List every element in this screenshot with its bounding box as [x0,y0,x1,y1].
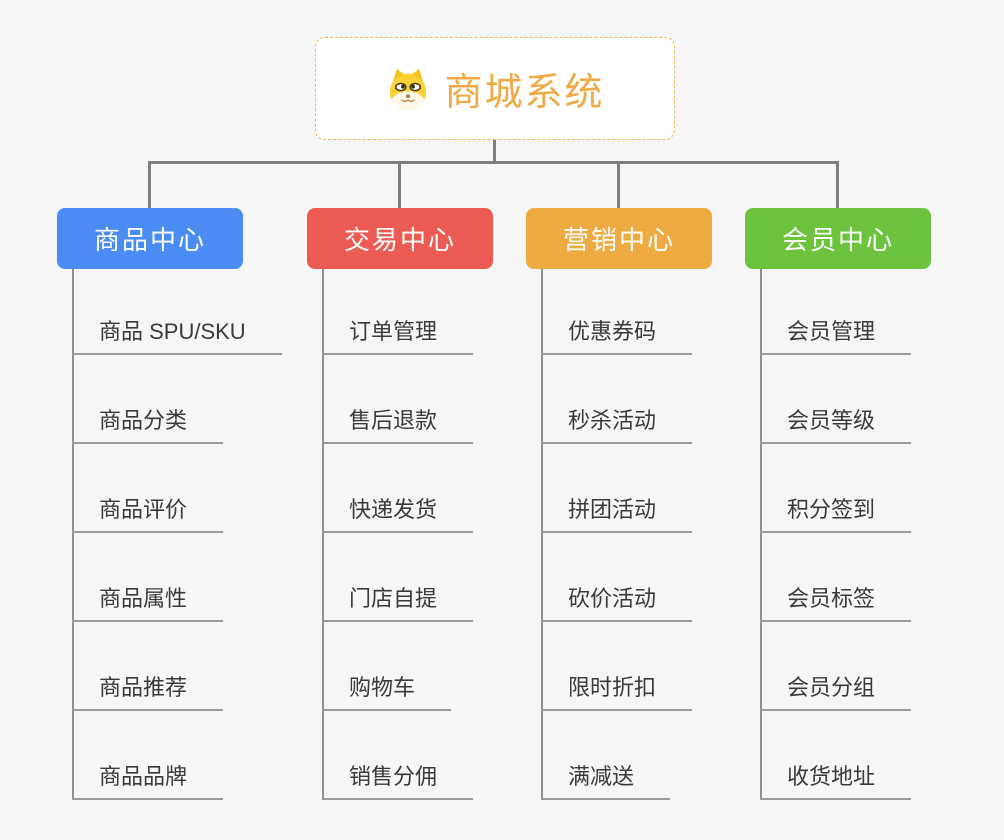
leaf-node[interactable]: 限时折扣 [541,673,693,711]
branch-trunk-line [322,269,324,800]
branch-drop-line [617,161,620,209]
branch-trunk-line [760,269,762,800]
leaf-node[interactable]: 拼团活动 [541,495,693,533]
root-title: 商城系统 [444,72,605,114]
leaf-node[interactable]: 会员管理 [760,317,912,355]
branch-trunk-line [541,269,543,800]
branch-drop-line [836,161,839,209]
branch-marketing-center[interactable]: 营销中心 [526,208,712,269]
branch-member-center[interactable]: 会员中心 [745,208,931,269]
leaf-node[interactable]: 优惠券码 [541,317,693,355]
leaf-node[interactable]: 购物车 [322,673,452,711]
leaf-node[interactable]: 会员分组 [760,673,912,711]
leaf-node[interactable]: 商品品牌 [72,762,224,800]
shiba-dog-icon [390,68,427,110]
leaf-node[interactable]: 商品 SPU/SKU [72,317,282,355]
leaf-node[interactable]: 商品分类 [72,406,224,444]
branch-drop-line [398,161,401,209]
branch-product-center[interactable]: 商品中心 [57,208,243,269]
leaf-node[interactable]: 收货地址 [760,762,912,800]
branch-trunk-line [72,269,74,800]
leaf-node[interactable]: 销售分佣 [322,762,474,800]
leaf-node[interactable]: 售后退款 [322,406,474,444]
branch-spanner-line [148,161,839,164]
leaf-node[interactable]: 快递发货 [322,495,474,533]
leaf-node[interactable]: 门店自提 [322,584,474,622]
leaf-node[interactable]: 订单管理 [322,317,474,355]
leaf-node[interactable]: 商品评价 [72,495,224,533]
leaf-node[interactable]: 砍价活动 [541,584,693,622]
leaf-node[interactable]: 秒杀活动 [541,406,693,444]
root-node[interactable]: 商城系统 [315,37,675,140]
branch-drop-line [148,161,151,209]
branch-trade-center[interactable]: 交易中心 [307,208,493,269]
root-stem-line [493,139,496,164]
leaf-node[interactable]: 商品属性 [72,584,224,622]
leaf-node[interactable]: 积分签到 [760,495,912,533]
leaf-node[interactable]: 商品推荐 [72,673,224,711]
leaf-node[interactable]: 会员标签 [760,584,912,622]
leaf-node[interactable]: 会员等级 [760,406,912,444]
leaf-node[interactable]: 满减送 [541,762,671,800]
